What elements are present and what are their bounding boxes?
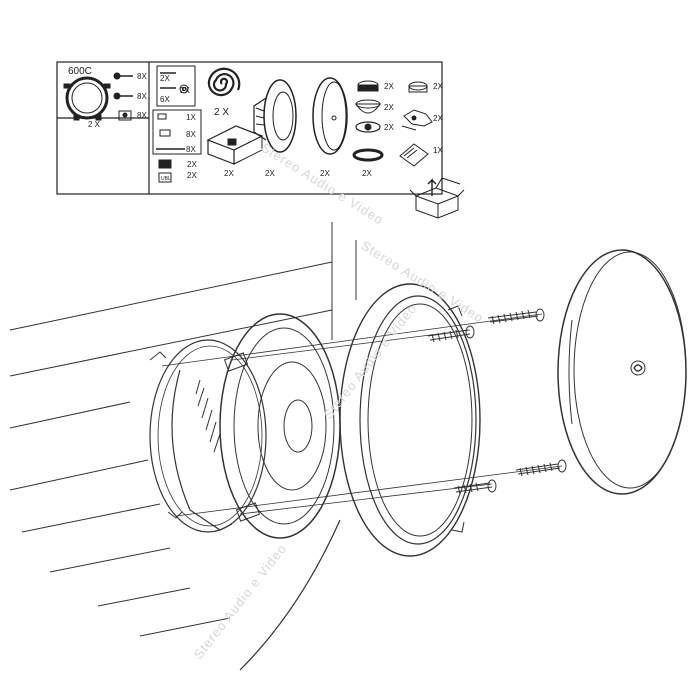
watermark: Stereo Audio e Video <box>258 140 386 228</box>
tweeter-cap-icon <box>401 81 433 131</box>
tw2-count: 2X <box>384 103 394 112</box>
spiral-icon <box>207 67 241 97</box>
woofer-count: 2X <box>265 169 275 178</box>
adapter-ring-count: 2 X <box>88 120 101 129</box>
tw3-count: 2X <box>384 123 394 132</box>
alignment-lines <box>161 313 563 517</box>
crossover-count: 2X <box>224 169 234 178</box>
box-icon <box>409 177 465 219</box>
screw-a-count: 8X <box>137 72 147 81</box>
watermark: Stereo Audio e Video <box>321 301 420 422</box>
screw-c-count: 2X <box>160 74 170 83</box>
tw-bracket-count: 2X <box>433 114 443 123</box>
tw-mount-count: 2X <box>362 169 372 178</box>
mounting-hole <box>149 339 267 533</box>
screw-d-count: 6X <box>160 95 170 104</box>
sticker-logo: UBL <box>161 176 171 182</box>
watermark: Stereo Audio e Video <box>358 238 486 326</box>
spiral-count: 2 X <box>214 107 229 118</box>
screw-b-count: 8X <box>137 92 147 101</box>
woofer-large <box>149 313 341 539</box>
adapter-ring-icon <box>63 76 111 121</box>
nut-count: 2X <box>180 86 190 95</box>
crossover-top-count: 1X <box>186 113 196 122</box>
tw1-count: 2X <box>384 82 394 91</box>
crossover-bot-count: 8X <box>186 145 196 154</box>
screw-icon <box>113 72 133 121</box>
crossover-icon <box>206 125 264 165</box>
parts-inventory-box <box>56 61 443 195</box>
sticker2-count: 2X <box>187 171 197 180</box>
sticker1-count: 2X <box>187 160 197 169</box>
grille-count: 2X <box>320 169 330 178</box>
manual-icon <box>399 143 429 167</box>
watermark: Stereo Audio e Video <box>191 541 290 662</box>
clip-count: 8X <box>137 111 147 120</box>
door-panel-lines <box>9 222 357 671</box>
model-name: 600C <box>68 66 92 77</box>
tw-cap-count: 2X <box>433 82 443 91</box>
crossover-hardware-icon <box>152 109 202 183</box>
trim-ring <box>339 283 481 557</box>
crossover-mid-count: 8X <box>186 130 196 139</box>
tweeter-icon <box>352 80 384 162</box>
speaker-woofer-icon <box>253 79 297 153</box>
grille-icon <box>312 77 348 155</box>
grille-icon <box>557 249 687 495</box>
screw-group-icon <box>156 65 196 107</box>
screw-icon <box>427 308 567 495</box>
manual-count: 1X <box>433 146 443 155</box>
